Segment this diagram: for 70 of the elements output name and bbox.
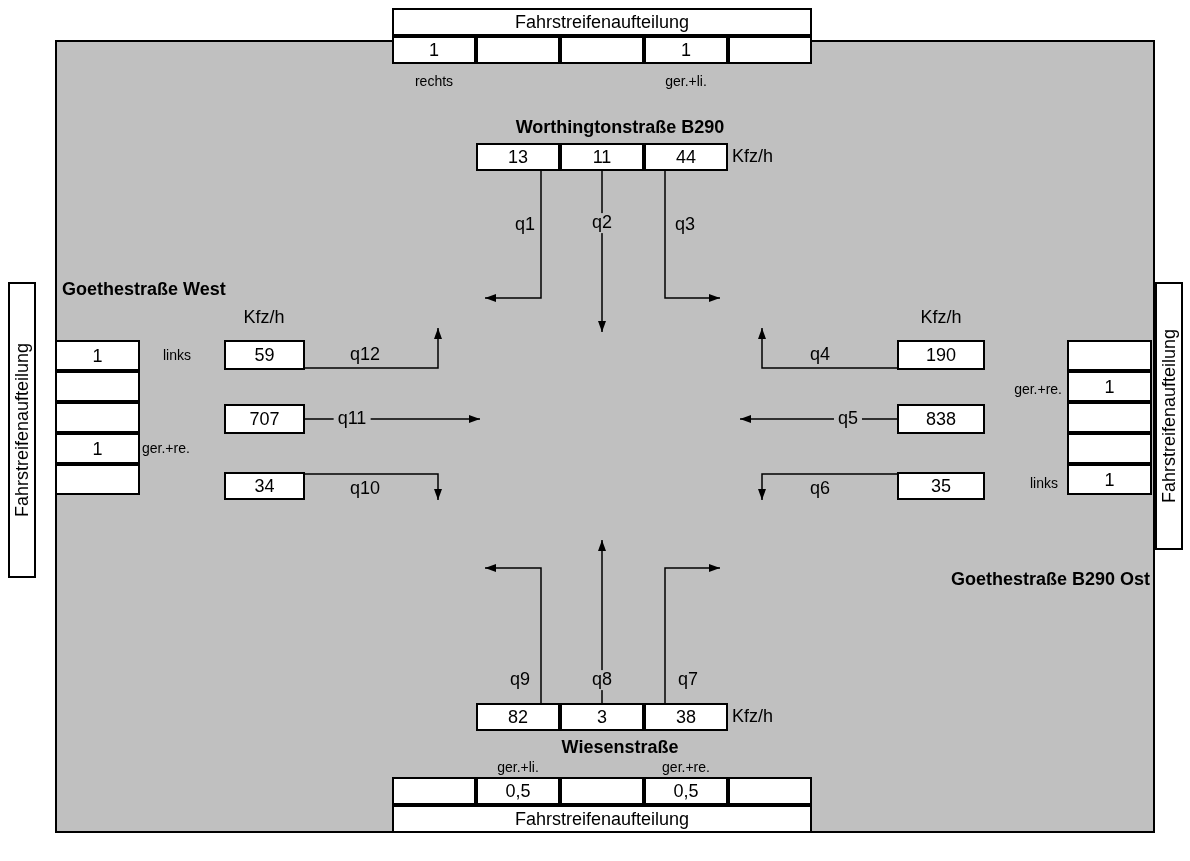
- edge-label: q11: [333, 409, 371, 429]
- turn-arrow: [484, 564, 542, 704]
- edge-label: q6: [810, 479, 830, 499]
- count-box: 38: [644, 703, 728, 731]
- lane-direction: ger.+li.: [665, 74, 707, 90]
- unit-label: Kfz/h: [732, 707, 774, 727]
- edge-label: q5: [834, 409, 862, 429]
- table-cell: [728, 36, 812, 64]
- edge-label: q9: [510, 670, 530, 690]
- table-cell: [55, 371, 140, 402]
- count-box: 44: [644, 143, 728, 171]
- count-box: 34: [224, 472, 305, 500]
- unit-label: Kfz/h: [920, 308, 962, 328]
- table-cell: [560, 36, 644, 64]
- lane-direction: ger.+re.: [1014, 382, 1062, 398]
- count-box: 3: [560, 703, 644, 731]
- count-box: 190: [897, 340, 985, 370]
- table-cell: 1: [1067, 371, 1152, 402]
- turn-arrow: [664, 170, 721, 302]
- edge-label: q1: [515, 215, 535, 235]
- table-cell: [1067, 340, 1152, 371]
- count-box: 838: [897, 404, 985, 434]
- edge-label: q4: [810, 345, 830, 365]
- street-name: Worthingtonstraße B290: [515, 118, 725, 138]
- table-cell: 1: [392, 36, 476, 64]
- lane-direction: links: [163, 348, 191, 364]
- header-cell: Fahrstreifenaufteilung: [392, 805, 812, 833]
- table-cell: [55, 464, 140, 495]
- turn-arrow: [758, 327, 898, 369]
- table-cell: [392, 777, 476, 805]
- unit-label: Kfz/h: [243, 308, 285, 328]
- lane-direction: ger.+re.: [662, 760, 710, 776]
- header-cell: Fahrstreifenaufteilung: [8, 282, 36, 578]
- table-cell: [1067, 433, 1152, 464]
- table-cell: 1: [55, 340, 140, 371]
- edge-label: q12: [350, 345, 380, 365]
- turn-arrow: [304, 327, 442, 369]
- table-cell: [1067, 402, 1152, 433]
- turn-arrow: [758, 473, 898, 501]
- lane-direction: rechts: [414, 74, 454, 90]
- table-cell: [55, 402, 140, 433]
- street-name: Wiesenstraße: [561, 738, 679, 758]
- count-box: 707: [224, 404, 305, 434]
- header-cell: Fahrstreifenaufteilung: [1155, 282, 1183, 550]
- lane-direction: ger.+li.: [497, 760, 539, 776]
- table-cell: 1: [55, 433, 140, 464]
- turn-arrow: [664, 564, 721, 704]
- street-name: Goethestraße B290 Ost: [950, 570, 1150, 590]
- table-cell: [560, 777, 644, 805]
- table-cell: [728, 777, 812, 805]
- table-cell: 0,5: [644, 777, 728, 805]
- count-box: 35: [897, 472, 985, 500]
- table-cell: 1: [644, 36, 728, 64]
- count-box: 82: [476, 703, 560, 731]
- turn-arrow: [484, 170, 542, 302]
- lane-direction: links: [1030, 476, 1058, 492]
- count-box: 59: [224, 340, 305, 370]
- edge-label: q7: [678, 670, 698, 690]
- edge-label: q3: [675, 215, 695, 235]
- turn-arrow: [304, 473, 442, 501]
- header-cell: Fahrstreifenaufteilung: [392, 8, 812, 36]
- count-box: 13: [476, 143, 560, 171]
- table-cell: 1: [1067, 464, 1152, 495]
- street-name: Goethestraße West: [62, 280, 226, 300]
- lane-direction: ger.+re.: [142, 441, 190, 457]
- unit-label: Kfz/h: [732, 147, 774, 167]
- table-cell: [476, 36, 560, 64]
- table-cell: 0,5: [476, 777, 560, 805]
- edge-label: q10: [350, 479, 380, 499]
- count-box: 11: [560, 143, 644, 171]
